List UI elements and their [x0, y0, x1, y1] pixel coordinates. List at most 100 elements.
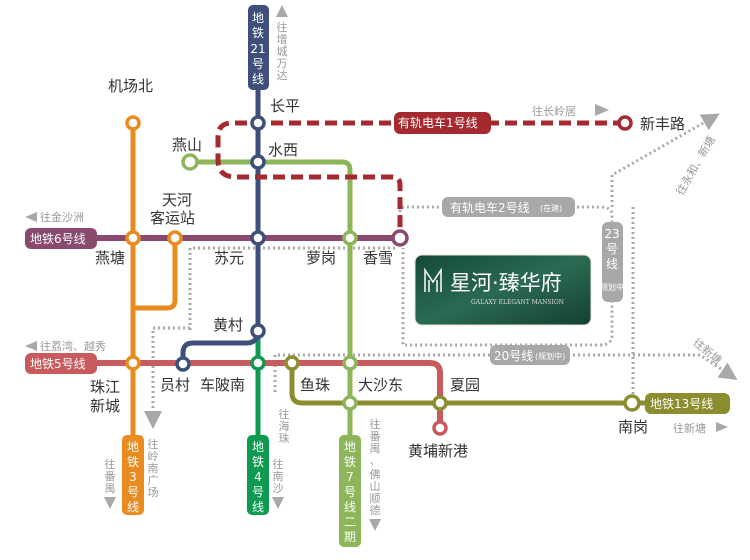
station-dashadong: 大沙东 [358, 376, 403, 394]
dir-haizhu-char: 海 [279, 419, 290, 433]
line-5 [95, 360, 443, 428]
station-zhujiang-line1: 珠江 [90, 378, 120, 396]
line-7-label-char: 地 [344, 440, 356, 454]
dir-yonghe: 往永和、新塘 [673, 133, 718, 197]
arrow-right-icon [595, 104, 609, 116]
dir-lingnan-char: 南 [148, 462, 159, 475]
tram-2-label-text: 有轨电车2号线 [450, 200, 530, 215]
line-21-label-char: 铁 [252, 26, 264, 40]
dir-panyu-foshan-char: 佛 [370, 468, 381, 481]
line-3-label-char: 地 [127, 440, 139, 454]
line-5-label: 地铁5号线 [25, 353, 97, 374]
line-3-label-char: 铁 [127, 455, 139, 469]
tram2-line [188, 205, 614, 347]
station-chebeinan: 车陂南 [200, 376, 245, 394]
line-4-label-char: 4 [254, 470, 262, 484]
arrow-right-icon [716, 422, 728, 432]
line-23-status: (规划中) [597, 282, 627, 292]
dir-panyu-foshan-char: 往 [370, 417, 381, 431]
line-21-label-char: 21 [250, 42, 265, 56]
line-4-label-char: 号 [252, 485, 264, 499]
station-shuixi: 水西 [268, 141, 298, 159]
station-yanshan: 燕山 [172, 136, 202, 154]
line-21-label: 地 铁 21 号 线 [248, 5, 269, 90]
station-jichangbei: 机场北 [108, 77, 153, 95]
dir-panyu-foshan-char: 、 [370, 454, 381, 467]
dir-lingnan-char: 往 [148, 437, 159, 451]
station-tianhe-line1: 天河 [162, 191, 192, 209]
line-7-label: 地 铁 7 号 线 二 期 [339, 435, 361, 547]
dir-lingnan-char: 岭 [148, 449, 159, 463]
line-20-label: 20号线 (规划中) [490, 345, 570, 365]
station-suyuan: 苏元 [214, 249, 244, 267]
tram-1-label: 有轨电车1号线 [394, 112, 491, 134]
dir-zengcheng-char: 万 [277, 57, 288, 70]
dir-panyu-foshan-char: 顺 [370, 492, 381, 505]
station-zhujiang-line2: 新城 [90, 397, 120, 415]
dir-liwan: 往荔湾、越秀 [40, 339, 106, 353]
dir-panyu-foshan-char: 山 [370, 480, 381, 493]
station-xiayuan: 夏园 [450, 376, 480, 394]
line-6-label-text: 地铁6号线 [30, 232, 86, 246]
station-nangang: 南岗 [618, 418, 648, 436]
line-7-label-char: 7 [346, 470, 354, 484]
station-luogang: 萝岗 [306, 249, 336, 267]
project-name: 星河·臻华府 [450, 271, 562, 295]
line-3-label-char: 3 [129, 470, 137, 484]
station-nodes [125, 115, 641, 436]
project-subtitle: GALAXY ELEGANT MANSION [471, 299, 564, 306]
dir-panyu-foshan-char: 番 [370, 430, 381, 443]
tram-2-status: (在建) [540, 203, 562, 213]
project-card[interactable]: 星河·臻华府 GALAXY ELEGANT MANSION [414, 254, 592, 326]
dir-panyu-foshan-char: 禺 [370, 442, 381, 455]
dir-haizhu-char: 往 [279, 407, 290, 421]
dir-lingnan-char: 广 [148, 474, 159, 487]
line-13-label-text: 地铁13号线 [650, 397, 713, 411]
line-7-label-char: 期 [344, 530, 356, 544]
line-20-label-text: 20号线 [494, 349, 533, 363]
line-7-label-char: 线 [344, 500, 356, 514]
line-21-label-char: 地 [252, 11, 264, 25]
line-3-label-char: 号 [127, 485, 139, 499]
line-4-label-char: 铁 [252, 455, 264, 469]
line-7-label-char: 号 [344, 485, 356, 499]
arrow-left-icon [25, 212, 37, 222]
dir-panyu-foshan-char: 德 [370, 503, 381, 517]
line-4-label-char: 地 [252, 440, 264, 454]
station-yuancun: 员村 [160, 376, 190, 394]
dir-zengcheng-char: 增 [277, 32, 288, 46]
line-3 [130, 123, 178, 440]
dir-panyu-char: 往 [105, 457, 116, 471]
line-23-label: 23 号 线 (规划中) [597, 222, 627, 302]
arrow-down-icon [104, 497, 116, 509]
line-21-label-char: 号 [252, 57, 264, 71]
line-20-status: (规划中) [535, 351, 565, 361]
line-23-label-char: 号 [606, 242, 618, 256]
line-21-label-char: 线 [252, 72, 264, 86]
station-tianhe-line2: 客运站 [150, 209, 195, 227]
line-5-label-text: 地铁5号线 [30, 357, 86, 371]
station-changping: 长平 [270, 97, 300, 115]
line-4-label-char: 线 [252, 500, 264, 514]
line23-upper [610, 113, 720, 207]
dir-changlingju: 往长岭居 [532, 104, 576, 118]
station-xiangxue: 香雪 [363, 249, 393, 267]
arrow-left-icon [25, 341, 37, 351]
station-xinfenglu: 新丰路 [640, 115, 685, 133]
line-13 [289, 363, 645, 406]
line20-east [273, 353, 738, 392]
station-yantang: 燕塘 [95, 249, 125, 267]
dir-xintang-line20: 往新塘 [690, 335, 724, 367]
arrow-down-icon [369, 519, 381, 531]
line-3-label-char: 线 [127, 500, 139, 514]
planned-lines [144, 113, 738, 429]
station-huangcun: 黄村 [213, 316, 243, 334]
dir-zengcheng-char: 达 [277, 69, 288, 82]
dir-haizhu-char: 珠 [279, 431, 290, 445]
arrow-up-icon [276, 5, 288, 17]
line-13-label: 地铁13号线 [645, 393, 730, 414]
tram-2-label: 有轨电车2号线 (在建) [442, 197, 575, 217]
dir-panyu-char: 禺 [105, 482, 116, 495]
tram-1-label-text: 有轨电车1号线 [398, 115, 478, 130]
